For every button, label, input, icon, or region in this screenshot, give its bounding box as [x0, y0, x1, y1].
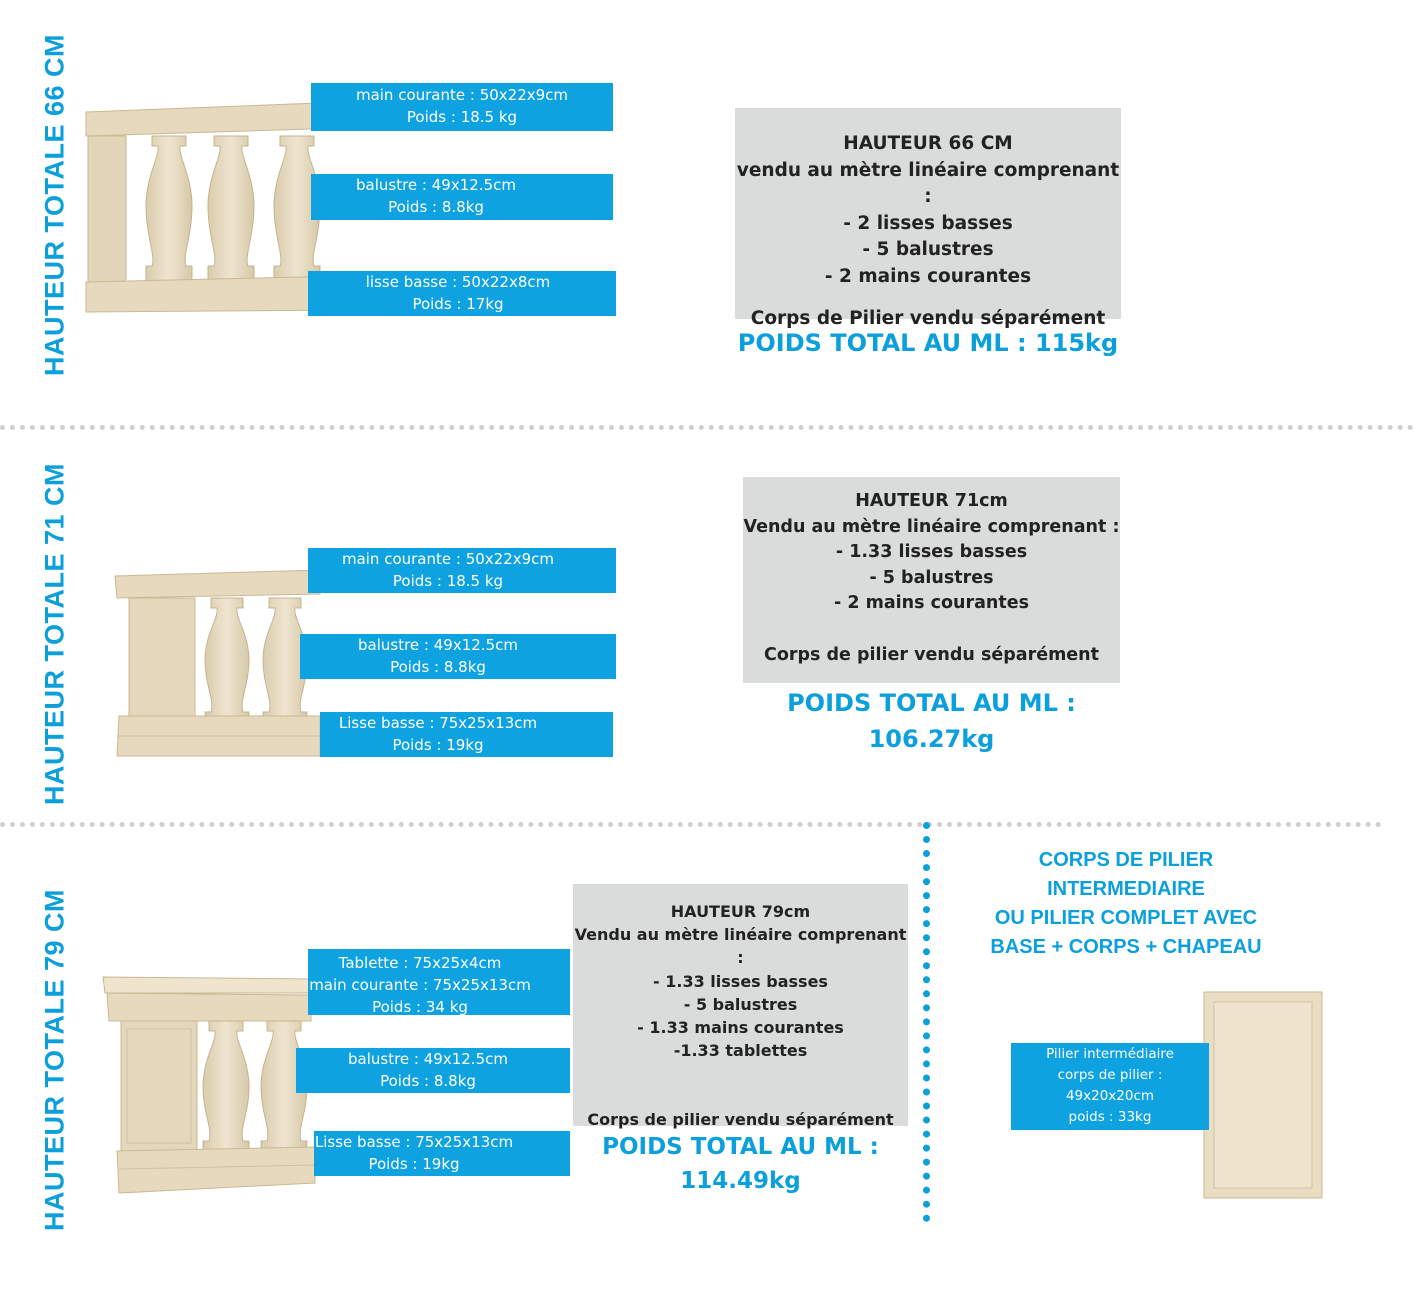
info-line: - 2 mains courantes [833, 593, 1030, 613]
total-weight-66: POIDS TOTAL AU ML : 115kg [700, 326, 1156, 360]
balustrade-79-illustration [102, 976, 316, 1194]
label-line: main courante : 75x25x13cm [309, 976, 531, 994]
info-line: - 5 balustres [869, 567, 994, 588]
label-line: lisse basse : 50x22x8cm [365, 272, 551, 291]
label-line: Poids : 8.8kg [390, 657, 486, 676]
pillar-label-line: poids : 33kg [1068, 1108, 1152, 1125]
label-line: Poids : 19kg [392, 735, 484, 754]
label-main-courante-71: main courante : 50x22x9cm Poids : 18.5 k… [308, 548, 616, 593]
info-line [573, 1062, 908, 1085]
section-2-vertical-title: HAUTEUR TOTALE 71 CM [39, 462, 70, 806]
total-line: POIDS TOTAL AU ML : [602, 1134, 879, 1160]
info-line: - 1.33 lisses basses [835, 542, 1028, 562]
label-lisse-basse-79: Lisse basse : 75x25x13cm Poids : 19kg [314, 1131, 570, 1176]
separator-1 [0, 425, 1414, 430]
total-line: 106.27kg [868, 725, 995, 753]
total-line: 114.49kg [680, 1168, 801, 1194]
balustrade-66-illustration [85, 101, 345, 313]
info-line [573, 1085, 908, 1108]
info-line: HAUTEUR 66 CM [843, 133, 1013, 154]
separator-2 [0, 822, 1382, 827]
info-line [735, 290, 1121, 306]
label-line: balustre : 49x12.5cm [348, 1049, 508, 1068]
label-line: Poids : 19kg [368, 1154, 460, 1173]
info-box-79: HAUTEUR 79cm Vendu au mètre linéaire com… [573, 884, 908, 1129]
label-main-courante-66: main courante : 50x22x9cm Poids : 18.5 k… [311, 83, 613, 131]
label-line: Tablette : 75x25x4cm [338, 954, 502, 972]
info-line: -1.33 tablettes [673, 1041, 808, 1061]
info-line: HAUTEUR 71cm [855, 491, 1008, 511]
total-line: POIDS TOTAL AU ML : 115kg [737, 329, 1119, 357]
label-line: main courante : 50x22x9cm [341, 549, 555, 568]
label-line: Lisse basse : 75x25x13cm [314, 1132, 514, 1151]
label-line: balustre : 49x12.5cm [356, 176, 516, 194]
pillar-title-line: CORPS DE PILIER [1038, 849, 1214, 871]
balustrade-71-illustration [114, 569, 321, 757]
info-line: - 5 balustres [862, 239, 994, 260]
label-lisse-basse-71: Lisse basse : 75x25x13cm Poids : 19kg [320, 712, 613, 757]
label-line: Poids : 8.8kg [388, 198, 484, 216]
pillar-illustration [1203, 991, 1323, 1199]
pillar-title-line: OU PILIER COMPLET AVEC [994, 907, 1258, 929]
info-line: Corps de pilier vendu séparément [587, 1110, 894, 1130]
section-3-vertical-title: HAUTEUR TOTALE 79 CM [39, 888, 70, 1232]
total-weight-71: POIDS TOTAL AU ML : 106.27kg [743, 685, 1120, 757]
info-line: - 1.33 lisses basses [653, 971, 828, 991]
label-line: Poids : 18.5 kg [406, 108, 518, 126]
label-balustre-79: balustre : 49x12.5cm Poids : 8.8kg [296, 1048, 570, 1093]
label-line: Lisse basse : 75x25x13cm [338, 713, 538, 732]
pillar-title: CORPS DE PILIER INTERMEDIAIRE OU PILIER … [950, 846, 1302, 962]
label-line: Poids : 34 kg [372, 998, 468, 1016]
pillar-label: Pilier intermédiaire corps de pilier : 4… [1011, 1043, 1209, 1130]
info-line: - 5 balustres [683, 994, 798, 1014]
label-line: balustre : 49x12.5cm [358, 635, 518, 654]
info-line: Vendu au mètre linéaire comprenant : [743, 516, 1120, 537]
pillar-label-line: Pilier intermédiaire [1046, 1045, 1174, 1062]
section-1-vertical-title: HAUTEUR TOTALE 66 CM [39, 33, 70, 377]
label-balustre-66: balustre : 49x12.5cm Poids : 8.8kg [311, 174, 613, 220]
info-box-71: HAUTEUR 71cm Vendu au mètre linéaire com… [743, 477, 1120, 683]
info-line: Corps de Pilier vendu séparément [750, 308, 1106, 329]
info-line: Vendu au mètre linéaire comprenant : [574, 925, 907, 968]
info-line: - 1.33 mains courantes [637, 1018, 844, 1038]
info-line: - 2 lisses basses [843, 212, 1013, 234]
label-tablette-main-courante-79: Tablette : 75x25x4cm main courante : 75x… [308, 949, 570, 1016]
info-line: HAUTEUR 79cm [670, 902, 811, 921]
total-line: POIDS TOTAL AU ML : [787, 689, 1076, 717]
info-line: vendu au mètre linéaire comprenant : [736, 159, 1120, 208]
label-balustre-71: balustre : 49x12.5cm Poids : 8.8kg [300, 634, 616, 679]
label-line: Poids : 18.5 kg [392, 571, 504, 590]
info-line: - 2 mains courantes [824, 265, 1032, 287]
label-lisse-basse-66: lisse basse : 50x22x8cm Poids : 17kg [308, 271, 616, 316]
total-weight-79: POIDS TOTAL AU ML : 114.49kg [573, 1130, 908, 1198]
info-box-66: HAUTEUR 66 CM vendu au mètre linéaire co… [735, 108, 1121, 329]
pillar-label-line: 49x20x20cm [1065, 1087, 1155, 1104]
label-line: Poids : 17kg [412, 294, 504, 313]
label-line: Poids : 8.8kg [380, 1071, 476, 1090]
separator-vertical [923, 822, 930, 1222]
pillar-title-line: INTERMEDIAIRE [1047, 878, 1205, 900]
label-line: main courante : 50x22x9cm [355, 86, 569, 104]
pillar-label-line: corps de pilier : [1057, 1066, 1163, 1083]
pillar-title-line: BASE + CORPS + CHAPEAU [990, 936, 1262, 958]
info-line [743, 617, 1120, 643]
info-line: Corps de pilier vendu séparément [764, 644, 1099, 665]
